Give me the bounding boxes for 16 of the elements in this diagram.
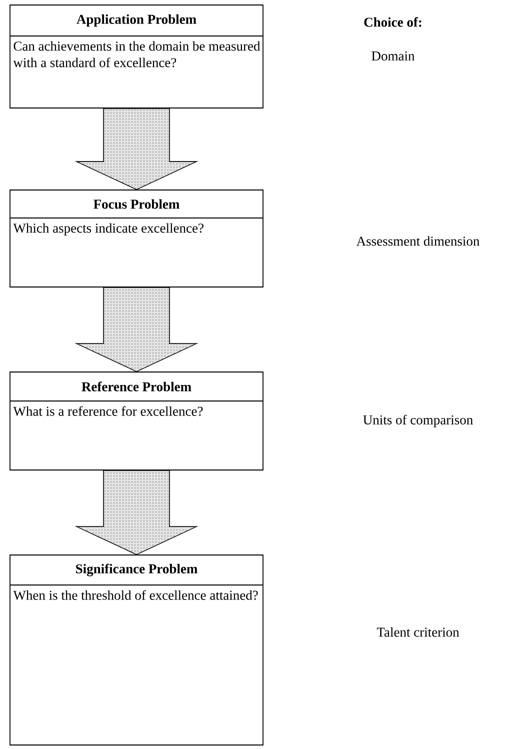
side-label: Domain [372, 51, 415, 61]
side-label: Units of comparison [363, 414, 473, 428]
block-arrow [74, 470, 198, 555]
box-heading: Focus Problem [94, 199, 180, 209]
question-text: When is the threshold of excellence attained? [13, 590, 258, 600]
block-arrow [74, 287, 198, 372]
question-text: Can achievements in the domain be measured with a standard of excellence? [13, 41, 260, 68]
question-text: Which aspects indicate excellence? [13, 223, 204, 236]
block-arrow [74, 108, 198, 190]
question-text: What is a reference for excellence? [13, 406, 203, 416]
side-label: Assessment dimension [356, 236, 480, 246]
box-heading: Significance Problem [76, 564, 198, 576]
side-label: Talent criterion [376, 627, 460, 637]
box-heading: Application Problem [76, 14, 196, 27]
box-heading: Reference Problem [82, 382, 192, 392]
side-label: Choice of: [364, 17, 422, 27]
